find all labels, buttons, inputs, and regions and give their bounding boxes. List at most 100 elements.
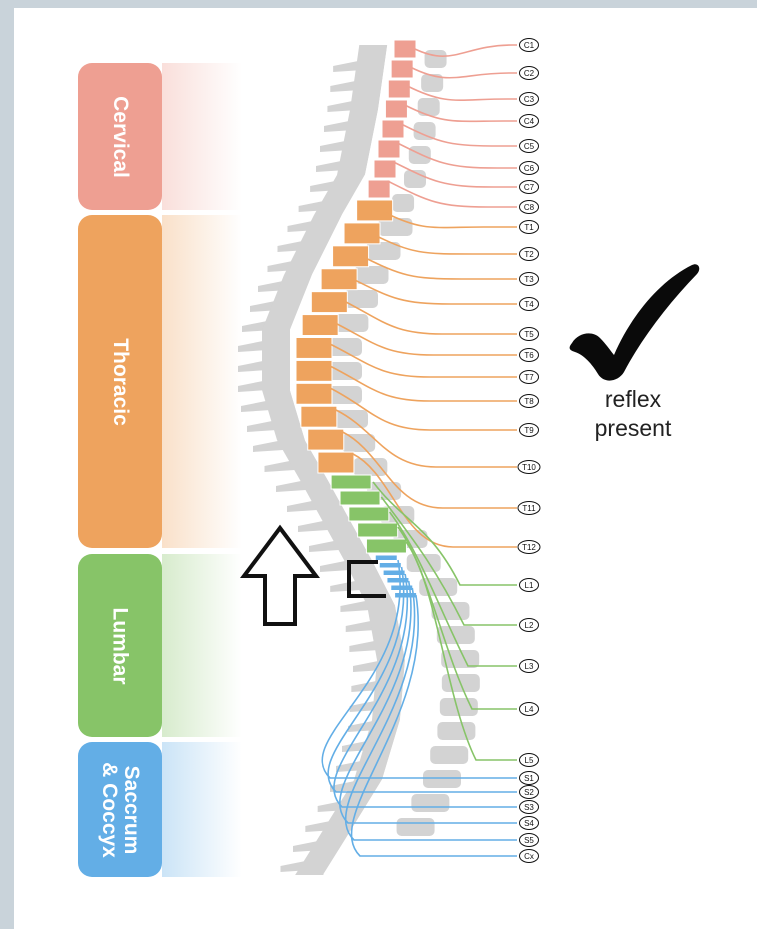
nerve-label-t2: T2 <box>524 250 534 259</box>
region-thoracic: Thoracic <box>78 215 162 548</box>
nerve-badge-l5 <box>519 753 539 767</box>
cord-segment-lumbar <box>330 474 372 490</box>
region-sacrum-fade <box>162 742 242 877</box>
nerve-label-t7: T7 <box>524 373 534 382</box>
nerve-root-t2 <box>372 233 517 255</box>
cord-segment-cervical <box>377 139 401 159</box>
nerve-badge-l3 <box>519 659 539 673</box>
nerve-root-t9 <box>329 387 517 431</box>
vertebral-column <box>238 39 480 877</box>
nerve-label-t11: T11 <box>522 504 536 513</box>
cord-segment-thoracic <box>295 382 333 405</box>
nerve-root-s5 <box>344 587 517 841</box>
annotation-line-1: reflex <box>604 386 662 412</box>
cord-segment-thoracic <box>295 359 333 382</box>
nerve-root-t11 <box>342 431 517 509</box>
nerve-label-t1: T1 <box>524 223 534 232</box>
nerve-root-c2 <box>409 66 517 79</box>
cord-segment-thoracic <box>295 337 333 359</box>
vertebral-body <box>328 386 362 404</box>
nerve-root-l5 <box>405 541 517 761</box>
cord-segment-sacrum <box>386 577 410 584</box>
nerve-label-t5: T5 <box>524 330 534 339</box>
nerve-badge-s3 <box>519 800 539 814</box>
vertebral-body <box>354 266 389 284</box>
vertebral-body <box>396 818 435 836</box>
nerve-badge-cx <box>519 849 539 863</box>
vertebral-arches <box>262 45 405 875</box>
nerve-labels: C1C2C3C4C5C6C7C8T1T2T3T4T5T6T7T8T9T10T11… <box>517 38 541 863</box>
vertebral-body <box>378 218 413 236</box>
nerve-label-c8: C8 <box>524 203 535 212</box>
nerve-badge-l1 <box>519 578 539 592</box>
vertebral-body <box>328 362 362 380</box>
cord-segment-sacrum <box>390 584 414 591</box>
nerve-label-t12: T12 <box>522 543 536 552</box>
nerve-badge-t4 <box>519 297 539 311</box>
nerve-root-t8 <box>329 365 517 402</box>
cord-segment-cervical <box>390 59 414 79</box>
cord-segment-cervical <box>384 99 408 119</box>
nerve-label-t10: T10 <box>522 463 536 472</box>
region-cervical: Cervical <box>78 63 162 210</box>
nerve-label-s1: S1 <box>524 774 534 783</box>
annotation-line-2: present <box>594 415 672 441</box>
nerve-badge-t6 <box>519 348 539 362</box>
region-thoracic-fade <box>162 215 242 548</box>
cord-segment-cervical <box>393 39 417 59</box>
region-cervical-fade <box>162 63 242 210</box>
nerve-badge-t8 <box>519 394 539 408</box>
nerve-root-l2 <box>380 496 517 626</box>
nerve-label-c3: C3 <box>524 95 535 104</box>
nerve-root-cx <box>350 594 517 857</box>
nerve-root-t1 <box>383 211 517 229</box>
nerve-badge-t10 <box>517 460 541 474</box>
nerve-badge-t12 <box>517 540 541 554</box>
nerve-root-t3 <box>361 255 517 280</box>
nerve-label-l1: L1 <box>525 581 534 590</box>
cord-segment-sacrum <box>382 569 406 576</box>
nerve-label-t3: T3 <box>524 275 534 284</box>
nerve-badge-t9 <box>519 423 539 437</box>
cord-segment-thoracic <box>343 222 381 245</box>
nerve-badge-c3 <box>519 92 539 106</box>
nerve-label-s4: S4 <box>524 819 534 828</box>
cord-segment-lumbar <box>339 490 381 506</box>
vertebral-body <box>417 98 440 116</box>
vertebral-body <box>423 770 461 788</box>
cord-segment-sacrum <box>374 554 398 561</box>
vertebral-body <box>430 746 469 764</box>
nerve-badge-c6 <box>519 161 539 175</box>
vertebral-body <box>334 314 369 332</box>
nerve-root-c6 <box>397 142 517 169</box>
vertebral-body <box>411 794 450 812</box>
nerve-label-c5: C5 <box>524 142 535 151</box>
nerve-label-c4: C4 <box>524 117 535 126</box>
nerve-label-c1: C1 <box>524 41 535 50</box>
reflex-annotation: reflex present <box>568 385 698 443</box>
nerve-root-c8 <box>387 180 517 208</box>
cord-segment-cervical <box>381 119 405 139</box>
vertebral-body <box>408 146 431 164</box>
nerve-label-s2: S2 <box>524 788 534 797</box>
nerve-root-s3 <box>333 573 517 808</box>
cord-segment-thoracic <box>310 291 348 314</box>
nerve-badge-s4 <box>519 816 539 830</box>
nerve-label-s5: S5 <box>524 836 534 845</box>
nerve-badge-t2 <box>519 247 539 261</box>
cord-segment-lumbar <box>365 538 407 554</box>
nerve-badge-c5 <box>519 139 539 153</box>
nerve-root-t6 <box>332 321 517 356</box>
nerve-root-c5 <box>400 123 517 147</box>
nerve-label-t9: T9 <box>524 426 534 435</box>
nerve-badge-t3 <box>519 272 539 286</box>
cord-segment-thoracic <box>320 268 358 291</box>
nerve-label-c2: C2 <box>524 69 535 78</box>
nerve-root-c7 <box>393 161 517 188</box>
vertebral-body <box>437 722 476 740</box>
nerve-roots <box>321 44 517 857</box>
vertebral-body <box>421 74 444 92</box>
vertebral-body <box>413 122 436 140</box>
nerve-badge-t7 <box>519 370 539 384</box>
